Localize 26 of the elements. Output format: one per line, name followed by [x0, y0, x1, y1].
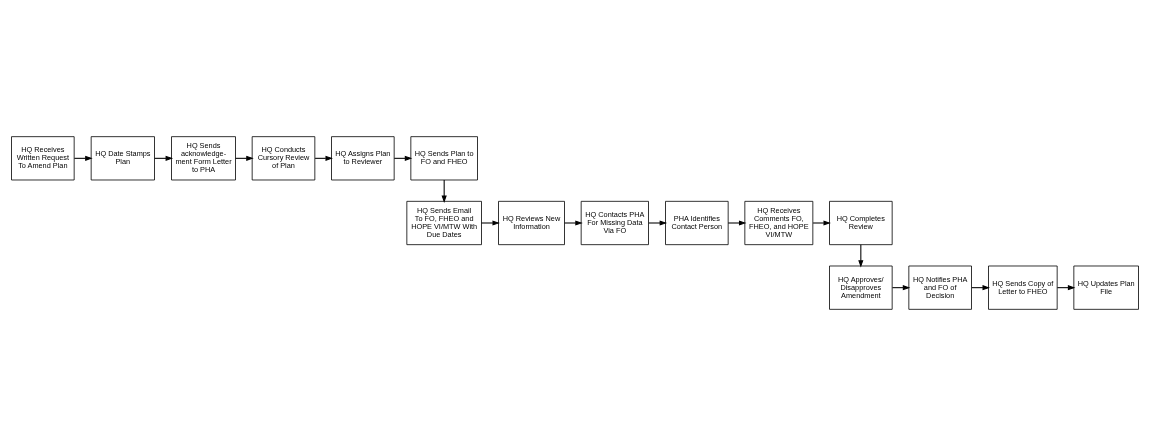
- arrow: [73, 155, 93, 161]
- node-box: HQ Date Stamps Plan: [90, 136, 155, 181]
- node-box: HQ Sends acknowledge- ment Form Letter to PHA: [171, 136, 236, 181]
- node-box: HQ Reviews New Information: [498, 200, 565, 246]
- node-box: HQ Sends Plan to FO and FHEO: [410, 136, 478, 181]
- arrow: [481, 220, 500, 226]
- node-box: HQ Receives Written Request To Amend Plan: [11, 136, 75, 181]
- node-box: HQ Conducts Cursory Review of Plan: [251, 136, 316, 181]
- node-box: HQ Approves/ Disapproves Amendment: [829, 265, 893, 310]
- node-box: HQ Notifies PHA and FO of Decision: [908, 265, 972, 310]
- arrow: [727, 220, 747, 226]
- arrow: [1056, 285, 1076, 291]
- arrow: [314, 155, 333, 161]
- node-box: PHA Identifies Contact Person: [665, 200, 729, 246]
- node-box: HQ Sends Copy of Letter to FHEO: [988, 265, 1058, 310]
- node-box: HQ Sends Email To FO, FHEO and HOPE VI/MTW With Due Dates: [406, 200, 482, 246]
- node-box: HQ Assigns Plan to Reviewer: [331, 136, 395, 181]
- arrow: [564, 220, 583, 226]
- node-box: HQ Updates Plan File: [1073, 265, 1139, 310]
- node-box: HQ Receives Comments FO, FHEO, and HOPE VI/MTW: [744, 200, 814, 246]
- arrow: [891, 285, 911, 291]
- arrow: [648, 220, 668, 226]
- arrow: [393, 155, 413, 161]
- node-box: HQ Contacts PHA For Missing Data Via FO: [580, 200, 649, 246]
- arrow: [812, 220, 831, 226]
- node-box: HQ Completes Review: [829, 200, 893, 246]
